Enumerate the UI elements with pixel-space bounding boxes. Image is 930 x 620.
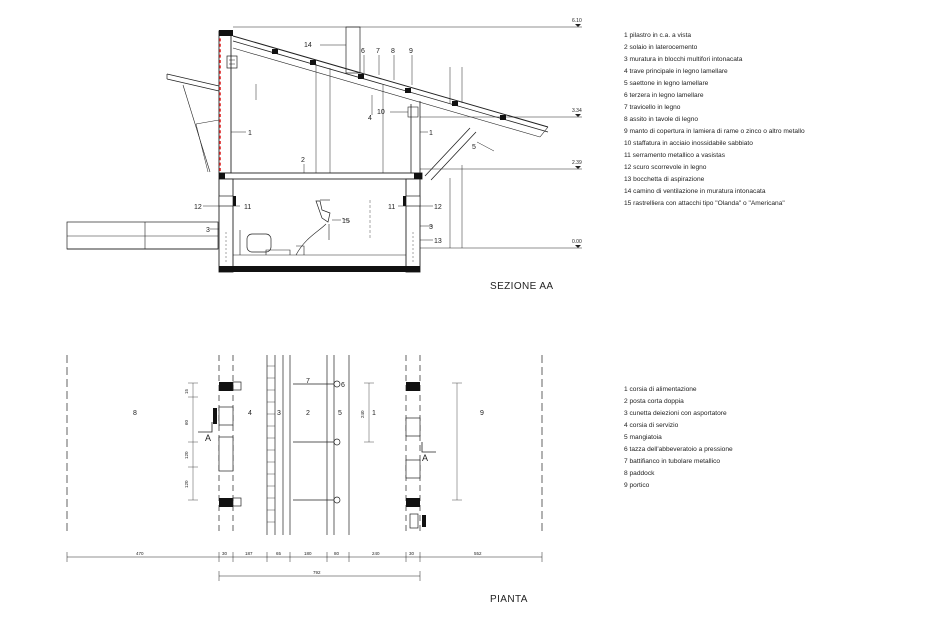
level-label-ground: 0.00: [572, 239, 582, 245]
dim-80: 80: [334, 551, 340, 556]
section-legend-item-1: 1 pilastro in c.a. a vista: [624, 32, 692, 39]
railing: [66, 221, 219, 250]
plan-zone-labels: 8 4 3 2 5 1 9 7 6 A A: [133, 378, 484, 463]
left-column: [218, 30, 232, 174]
dim-187: 187: [245, 551, 253, 556]
side-dim-120-b: 120: [184, 480, 189, 488]
zone-3-label: 3: [277, 410, 281, 417]
callout-1-left: 1: [248, 130, 252, 137]
stable-right-wall: [405, 178, 421, 273]
side-dim-60: 60: [184, 419, 189, 425]
plan-legend-item-5: 5 mangiatoia: [624, 434, 662, 441]
callout-4: 4: [368, 115, 372, 122]
callout-5: 5: [472, 144, 476, 151]
plan-legend-item-8: 8 paddock: [624, 470, 655, 477]
callout-12-left: 12: [194, 204, 202, 211]
plan-title: PIANTA: [490, 594, 528, 605]
callout-10: 10: [377, 109, 385, 116]
section-legend: 1 pilastro in c.a. a vista 2 solaio in l…: [624, 30, 805, 210]
plan-dimensions: 470 30 187 65 180 80 240 30 552 792 15 6…: [136, 388, 482, 575]
callout-11-right: 11: [388, 204, 395, 211]
section-legend-item-5: 5 saettone in legno lamellare: [624, 80, 709, 87]
zone-9-label: 9: [480, 410, 484, 417]
plan-legend-item-4: 4 corsia di servizio: [624, 422, 679, 429]
section-legend-item-12: 12 scuro scorrevole in legno: [624, 164, 707, 171]
zone-1-label: 1: [372, 410, 376, 417]
zone-4-label: 4: [248, 410, 252, 417]
side-dim-15: 15: [184, 388, 189, 394]
callout-13: 13: [434, 238, 442, 245]
section-mark-a-left: A: [205, 433, 211, 443]
dim-30-right: 30: [409, 551, 415, 556]
section-legend-item-6: 6 terzera in legno lamellare: [624, 92, 704, 99]
callout-3-right: 3: [429, 224, 433, 231]
section-mark-a-right: A: [422, 453, 428, 463]
callout-15: 15: [342, 218, 350, 225]
section-legend-item-8: 8 assito in tavole di legno: [624, 116, 699, 123]
plan-legend-item-6: 6 tazza dell'abbeveratoio a pressione: [624, 446, 733, 453]
zone-8-label: 8: [133, 410, 137, 417]
callout-3-left: 3: [206, 227, 210, 234]
dim-240: 240: [372, 551, 380, 556]
callout-14: 14: [304, 42, 312, 49]
callout-2: 2: [301, 157, 305, 164]
plan-legend-item-9: 9 portico: [624, 482, 650, 489]
callout-6-plan: 6: [341, 382, 345, 389]
side-dim-240: 240: [360, 410, 365, 418]
section-legend-item-3: 3 muratura in blocchi multifori intonaca…: [624, 56, 743, 63]
dim-552: 552: [474, 551, 482, 556]
zone-2-label: 2: [306, 410, 310, 417]
plan-legend-item-2: 2 posta corta doppia: [624, 398, 684, 405]
roof-top-line: [232, 35, 549, 128]
plan-drawing: [66, 355, 543, 581]
callout-7: 7: [376, 48, 380, 55]
slab: [218, 172, 423, 180]
callout-11-left: 11: [244, 204, 251, 211]
section-legend-item-15: 15 rastrelliera con attacchi tipo "Oland…: [624, 200, 785, 207]
plan-legend: 1 corsia di alimentazione 2 posta corta …: [624, 384, 733, 492]
callout-7-plan: 7: [306, 378, 310, 385]
callout-1-right: 1: [429, 130, 433, 137]
callout-6: 6: [361, 48, 365, 55]
side-dim-120-a: 120: [184, 451, 189, 459]
section-legend-item-4: 4 trave principale in legno lamellare: [624, 68, 728, 75]
level-label-slab: 2.39: [572, 160, 582, 166]
zone-5-label: 5: [338, 410, 342, 417]
plan-legend-item-7: 7 battifianco in tubolare metallico: [624, 458, 721, 465]
section-legend-item-11: 11 serramento metallico a vasistas: [624, 152, 726, 159]
section-legend-item-9: 9 manto di copertura in lamiera di rame …: [624, 128, 805, 135]
callout-9: 9: [409, 48, 413, 55]
dim-65: 65: [276, 551, 282, 556]
section-legend-item-14: 14 camino di ventilazione in muratura in…: [624, 188, 766, 195]
level-labels: 6.10 3.34 2.39 0.00: [572, 18, 582, 245]
section-legend-item-7: 7 travicello in legno: [624, 104, 681, 111]
dim-180: 180: [304, 551, 312, 556]
plan-legend-item-1: 1 corsia di alimentazione: [624, 386, 697, 393]
section-aa-drawing: [66, 24, 582, 273]
stable-left-wall: [218, 178, 234, 273]
plan-legend-item-3: 3 cunetta deiezioni con asportatore: [624, 410, 727, 417]
section-legend-item-13: 13 bocchetta di aspirazione: [624, 176, 705, 183]
level-label-eave: 3.34: [572, 108, 582, 114]
callout-12-right: 12: [434, 204, 442, 211]
chimney: [345, 26, 361, 74]
dim-470: 470: [136, 551, 144, 556]
section-legend-item-10: 10 staffatura in acciaio inossidabile sa…: [624, 140, 753, 147]
callout-8: 8: [391, 48, 395, 55]
section-callouts: 1 1 2 3 3 4 5 6 7 8 9 10 11 11 12 12 13 …: [194, 42, 476, 245]
dim-total-792: 792: [313, 570, 321, 575]
section-title: SEZIONE AA: [490, 281, 554, 292]
dim-30-left: 30: [222, 551, 228, 556]
level-label-top: 6.10: [572, 18, 582, 24]
section-legend-item-2: 2 solaio in laterocemento: [624, 44, 698, 51]
